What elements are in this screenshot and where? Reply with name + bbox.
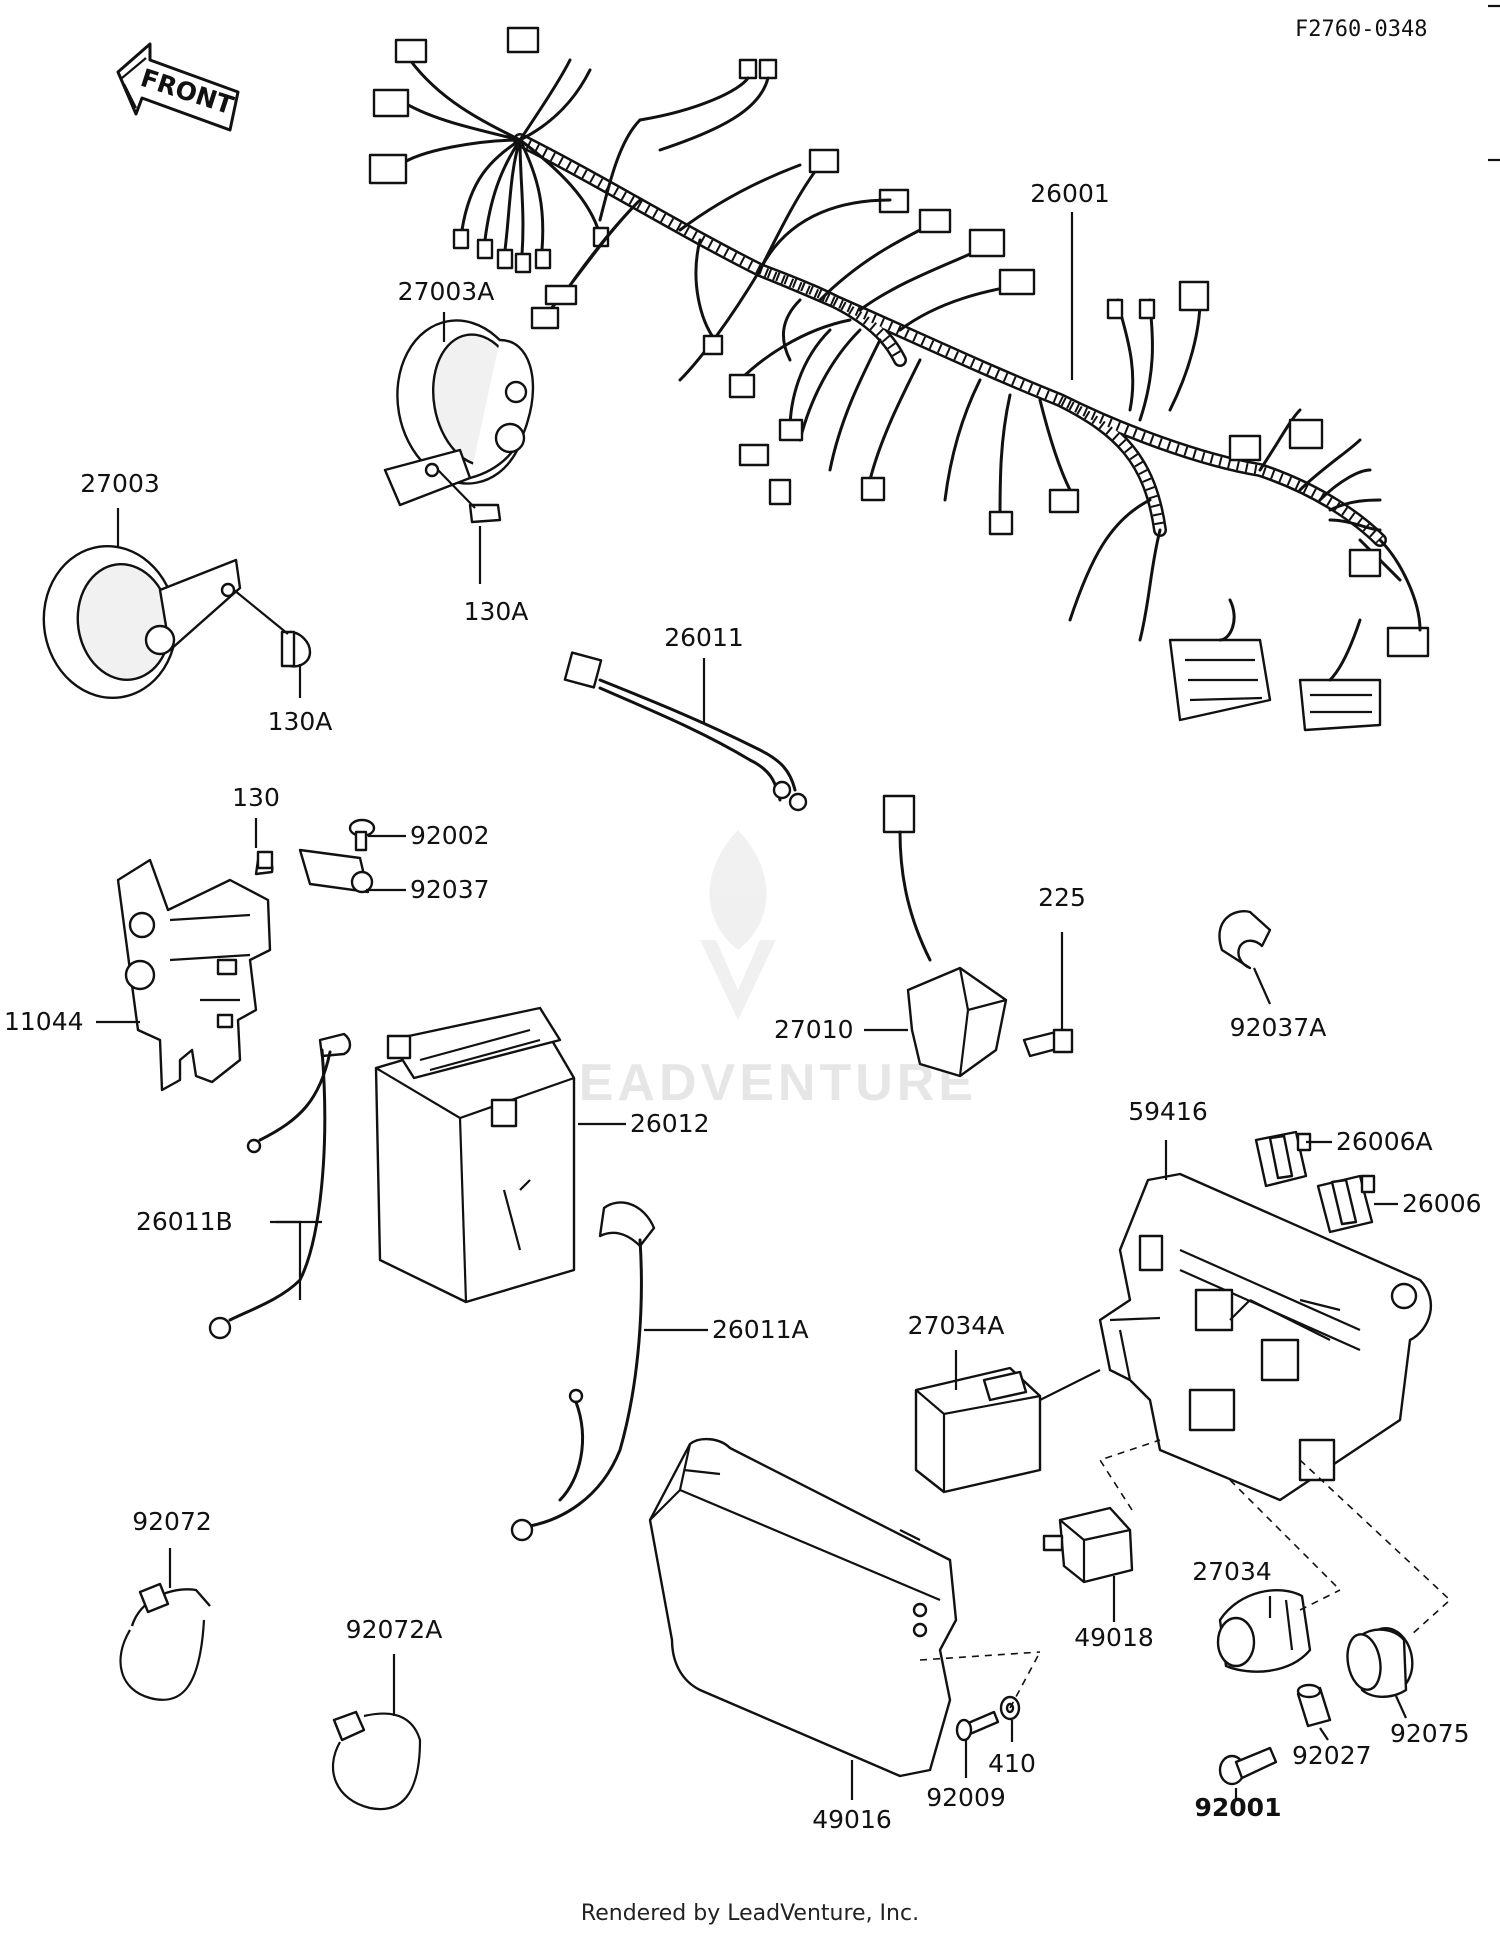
label-26012: 26012 <box>630 1109 710 1138</box>
label-26006A: 26006A <box>1336 1127 1433 1156</box>
bolt-92001 <box>1218 1746 1278 1786</box>
connector <box>1386 626 1430 658</box>
connector <box>368 153 408 185</box>
watermark-logo <box>700 830 776 1020</box>
connector <box>778 418 804 442</box>
connector <box>1048 488 1080 514</box>
battery-26012 <box>374 1006 576 1304</box>
label-27010: 27010 <box>774 1015 854 1044</box>
front-arrow-icon: FRONT <box>116 42 240 132</box>
leader-lines <box>96 212 1408 1800</box>
connector <box>476 238 494 260</box>
fuse-26006 <box>1316 1174 1376 1234</box>
sub-harness-26011 <box>563 651 808 812</box>
connector <box>514 252 532 274</box>
label-130: 130 <box>232 783 280 812</box>
bracket-11044 <box>116 850 274 1092</box>
connector <box>998 268 1036 296</box>
grommet-92075 <box>1299 1459 1452 1698</box>
clamp-92037A <box>1218 910 1272 970</box>
connector <box>452 228 470 250</box>
relay-27034A <box>914 1366 1101 1494</box>
label-27003A: 27003A <box>398 277 495 306</box>
connector <box>496 248 514 270</box>
part-labels: 26001 27003A 27003 130A 130A 26011 130 9… <box>4 179 1482 1834</box>
connector <box>530 306 560 330</box>
starter-relay-27010 <box>882 794 1074 1078</box>
label-11044: 11044 <box>4 1007 84 1036</box>
connector <box>394 38 428 64</box>
case-49016 <box>648 1437 958 1778</box>
connector <box>544 284 578 306</box>
label-130A-upper: 130A <box>464 597 529 626</box>
bolt-130A-upper <box>468 503 502 524</box>
label-26011: 26011 <box>664 623 744 652</box>
connector <box>1178 280 1210 312</box>
connector <box>1288 418 1324 450</box>
label-27003: 27003 <box>80 469 160 498</box>
connector <box>534 248 552 270</box>
label-92002: 92002 <box>410 821 490 850</box>
label-92075: 92075 <box>1390 1719 1470 1748</box>
horn-27003 <box>42 544 312 700</box>
connector <box>1138 298 1156 320</box>
connector <box>968 228 1006 258</box>
connector <box>808 148 840 174</box>
cable-26011A <box>510 1201 656 1542</box>
band-clamp-92072 <box>119 1582 211 1701</box>
collar-92027 <box>1296 1683 1332 1728</box>
label-26011A: 26011A <box>712 1315 809 1344</box>
screw-92002 <box>348 818 376 852</box>
connector <box>988 510 1014 536</box>
junction-box-59416 <box>1098 1172 1433 1502</box>
flasher-27034 <box>1216 1479 1341 1673</box>
label-225: 225 <box>1038 883 1086 912</box>
cable-26011B <box>208 1032 352 1340</box>
fuse-26006A <box>1254 1130 1312 1188</box>
connector <box>1106 298 1124 320</box>
label-27034: 27034 <box>1192 1557 1272 1586</box>
watermark-text: LEADVENTURE <box>543 1054 977 1112</box>
footer-credit: Rendered by LeadVenture, Inc. <box>581 1901 919 1926</box>
band-clamp-92072A <box>331 1710 422 1811</box>
connector <box>918 208 952 234</box>
connector <box>758 58 778 80</box>
label-27034A: 27034A <box>908 1311 1005 1340</box>
label-92072A: 92072A <box>346 1615 443 1644</box>
connector <box>728 373 756 399</box>
connector <box>738 443 770 467</box>
label-49016: 49016 <box>812 1805 892 1834</box>
label-49018: 49018 <box>1074 1623 1154 1652</box>
label-92072: 92072 <box>132 1507 212 1536</box>
label-92009: 92009 <box>926 1783 1006 1812</box>
label-92027: 92027 <box>1292 1741 1372 1770</box>
connector <box>860 476 886 502</box>
label-26011B: 26011B <box>136 1207 233 1236</box>
clip-92037 <box>298 848 374 894</box>
connector <box>1348 548 1382 578</box>
label-410: 410 <box>988 1749 1036 1778</box>
document-code: F2760-0348 <box>1295 17 1427 42</box>
connector <box>702 334 724 356</box>
relay-49018 <box>1042 1439 1161 1584</box>
label-26001: 26001 <box>1030 179 1110 208</box>
label-92037A: 92037A <box>1230 1013 1327 1042</box>
large-connector <box>1298 678 1382 732</box>
label-92001: 92001 <box>1195 1793 1282 1822</box>
connector <box>506 26 540 54</box>
connector <box>738 58 758 80</box>
label-130A-lower: 130A <box>268 707 333 736</box>
label-92037: 92037 <box>410 875 490 904</box>
connector <box>372 88 410 118</box>
label-26006: 26006 <box>1402 1189 1482 1218</box>
bolt-92009 <box>955 1710 1000 1742</box>
connector <box>768 478 792 506</box>
label-59416: 59416 <box>1128 1097 1208 1126</box>
main-wiring-harness <box>368 26 1430 732</box>
connector <box>1228 434 1262 462</box>
horn-27003A <box>383 319 535 524</box>
